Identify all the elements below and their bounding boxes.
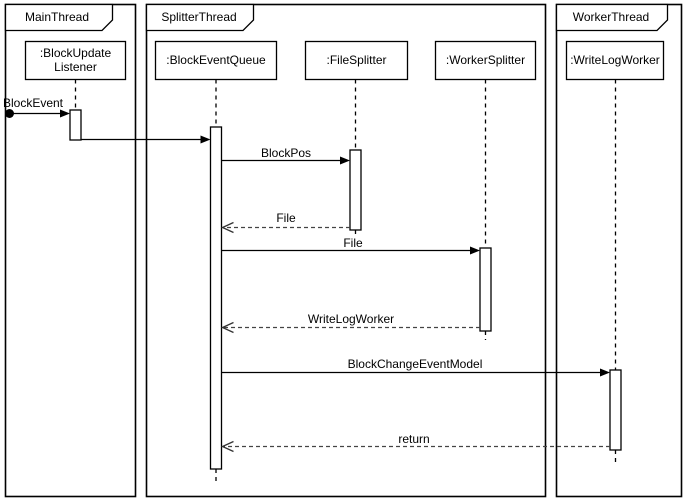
frame-splitterthread-label: SplitterThread (161, 10, 237, 24)
lifeline-label-blockupdatelistener-line2: Listener (54, 60, 97, 74)
activation-workersplitter (479, 247, 492, 332)
frame-workerthread (555, 3, 683, 498)
lifeline-label-blockupdatelistener: :BlockUpdate Listener (40, 46, 111, 74)
message-blockevent-arrowhead (60, 109, 70, 118)
lifeline-label-writelogworker: :WriteLogWorker (570, 53, 660, 67)
lifeline-label-blockupdatelistener-line1: :BlockUpdate (39, 46, 112, 60)
activation-blockupdatelistener (69, 109, 82, 141)
lifeline-label-filesplitter: :FileSplitter (326, 53, 387, 67)
frame-workerthread-tab (555, 3, 669, 32)
lifeline-label-blockeventqueue: :BlockEventQueue (166, 53, 266, 67)
message-file-return-arrowhead (220, 221, 234, 234)
frame-mainthread-label: MainThread (24, 10, 90, 24)
message-file-arrowhead (470, 246, 480, 255)
message-writelogworker-return-label: WriteLogWorker (307, 312, 395, 326)
message-blockpos-arrowhead (340, 156, 350, 165)
activation-blockeventqueue (209, 126, 223, 470)
message-blockevent-label: BlockEvent (2, 96, 64, 110)
frame-workerthread-label: WorkerThread (572, 10, 650, 24)
message-file-label: File (343, 236, 363, 250)
frame-splitterthread-tab (145, 3, 255, 32)
lifeline-head-workersplitter (434, 40, 537, 81)
message-file-return-label: File (276, 211, 296, 225)
activation-filesplitter (349, 149, 362, 231)
frame-mainthread-tab (4, 3, 114, 32)
message-return-label: return (398, 432, 430, 446)
frame-splitterthread (145, 3, 547, 498)
lifeline-head-blockeventqueue (154, 40, 278, 81)
frame-splitterthread-border (145, 3, 547, 498)
lifeline-label-workersplitter: :WorkerSplitter (445, 53, 526, 67)
message-return-arrowhead (220, 440, 234, 453)
message-blockpos-label: BlockPos (260, 146, 312, 160)
message-blockchangeeventmodel-label: BlockChangeEventModel (347, 357, 483, 371)
message-blockchangeeventmodel-arrowhead (600, 368, 610, 377)
message-enqueue-arrowhead (200, 135, 211, 144)
message-writelogworker-return-arrowhead (220, 321, 234, 334)
activation-writelogworker (609, 369, 622, 451)
lifeline-head-filesplitter (304, 40, 409, 81)
frame-mainthread (4, 3, 137, 498)
lifeline-head-blockupdatelistener (24, 40, 127, 81)
